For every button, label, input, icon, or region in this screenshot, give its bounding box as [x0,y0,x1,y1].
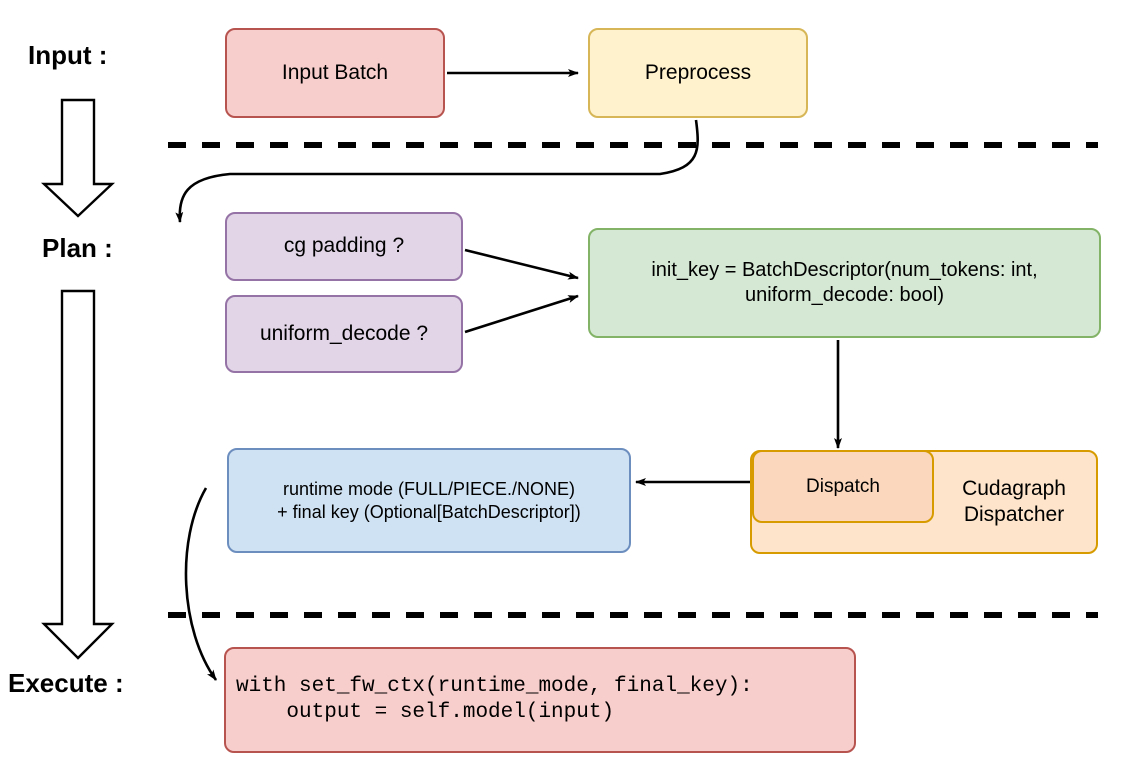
node-cg-padding[interactable]: cg padding ? [225,212,463,281]
connector-preprocess-to-cg-padding [175,119,699,223]
node-execute-code[interactable]: with set_fw_ctx(runtime_mode, final_key)… [224,647,856,753]
connector-cg-padding-to-init-key [464,248,579,280]
node-runtime-mode[interactable]: runtime mode (FULL/PIECE./NONE) + final … [227,448,631,553]
node-dispatch[interactable]: Dispatch [752,450,934,523]
node-preprocess[interactable]: Preprocess [588,28,808,118]
node-init-key[interactable]: init_key = BatchDescriptor(num_tokens: i… [588,228,1101,338]
connector-runtime-mode-to-execute-code [184,487,218,681]
stage-label-execute: Execute : [8,668,124,698]
block-arrow-input-to-plan [40,98,116,218]
block-arrow-plan-to-execute [41,289,115,660]
stage-label-input: Input : [28,40,108,70]
connector-uniform-decode-to-init-key [464,294,579,334]
node-input-batch[interactable]: Input Batch [225,28,445,118]
stage-label-plan: Plan : [42,233,113,263]
node-uniform-decode[interactable]: uniform_decode ? [225,295,463,373]
